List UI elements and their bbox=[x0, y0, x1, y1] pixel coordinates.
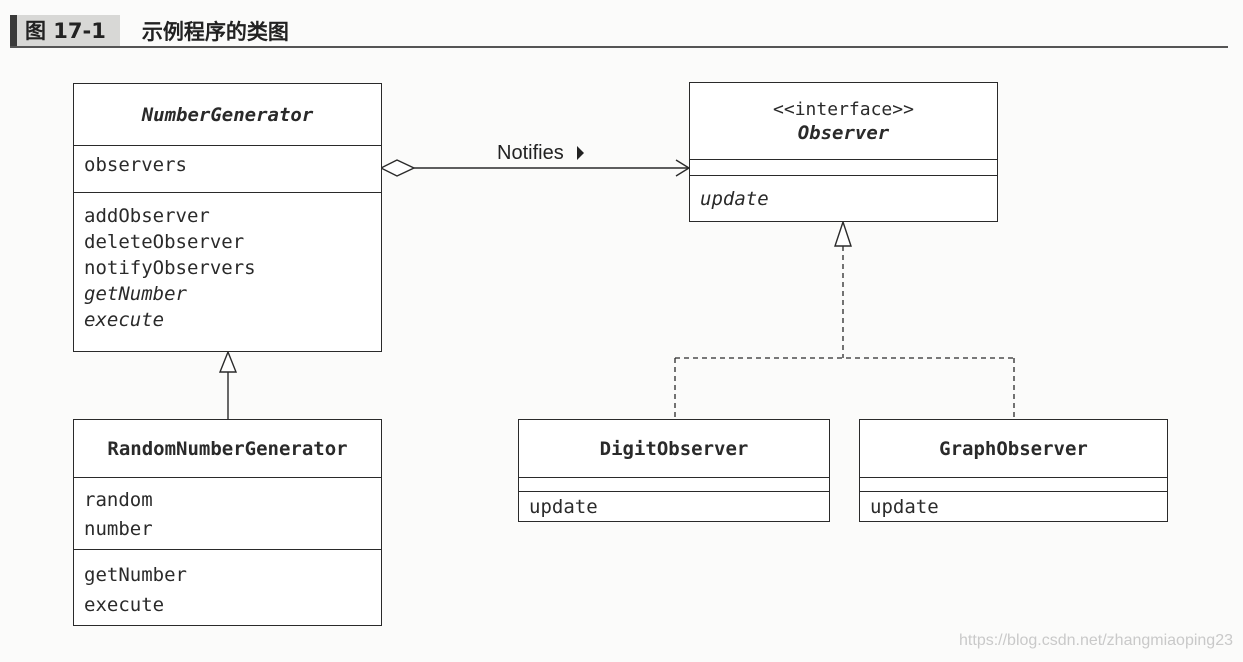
aggregation-diamond bbox=[379, 159, 416, 177]
fields-compartment bbox=[690, 160, 997, 176]
inheritance-triangle bbox=[218, 350, 238, 373]
notifies-direction-triangle bbox=[577, 146, 584, 160]
class-name: Observer bbox=[797, 121, 890, 144]
figure-header: 图 17-1 示例程序的类图 bbox=[10, 14, 289, 48]
figure-header-rule bbox=[10, 46, 1228, 48]
figure-number: 图 17-1 bbox=[17, 15, 120, 47]
class-name-compartment: RandomNumberGenerator bbox=[74, 420, 381, 478]
method: notifyObservers bbox=[84, 257, 256, 279]
class-name: DigitObserver bbox=[599, 437, 749, 460]
notifies-label: Notifies bbox=[497, 142, 564, 164]
field: observers bbox=[84, 154, 187, 176]
watermark: https://blog.csdn.net/zhangmiaoping23 bbox=[959, 632, 1233, 649]
methods-compartment: update bbox=[519, 492, 829, 520]
class-random-number-generator: RandomNumberGenerator random number getN… bbox=[73, 419, 382, 626]
fields-compartment bbox=[860, 478, 1167, 492]
class-name-compartment: GraphObserver bbox=[860, 420, 1167, 478]
method: deleteObserver bbox=[84, 231, 245, 253]
figure-title: 示例程序的类图 bbox=[141, 20, 289, 44]
field: random bbox=[84, 489, 153, 511]
realization-triangle bbox=[834, 219, 852, 247]
methods-compartment: update bbox=[860, 492, 1167, 520]
method: update bbox=[529, 496, 598, 518]
methods-compartment: getNumber execute bbox=[74, 550, 381, 626]
generalization-edge-random-to-number bbox=[218, 350, 238, 419]
class-name-compartment: DigitObserver bbox=[519, 420, 829, 478]
abstract-method: getNumber bbox=[84, 283, 187, 305]
method: addObserver bbox=[84, 205, 210, 227]
class-name-compartment: NumberGenerator bbox=[74, 84, 381, 146]
class-graph-observer: GraphObserver update bbox=[859, 419, 1168, 522]
class-number-generator: NumberGenerator observers addObserver de… bbox=[73, 83, 382, 352]
method: getNumber bbox=[84, 564, 187, 586]
interface-observer: <<interface>> Observer update bbox=[689, 82, 998, 222]
fields-compartment: observers bbox=[74, 146, 381, 193]
class-name-compartment: <<interface>> Observer bbox=[690, 83, 997, 160]
methods-compartment: addObserver deleteObserver notifyObserve… bbox=[74, 193, 381, 339]
class-name: GraphObserver bbox=[939, 437, 1088, 460]
aggregation-edge-notifies bbox=[379, 159, 691, 177]
class-digit-observer: DigitObserver update bbox=[518, 419, 830, 522]
method: execute bbox=[84, 594, 165, 616]
method: update bbox=[870, 496, 939, 518]
figure-header-bar bbox=[10, 15, 17, 47]
fields-compartment bbox=[519, 478, 829, 492]
class-name: RandomNumberGenerator bbox=[107, 437, 348, 460]
methods-compartment: update bbox=[690, 176, 997, 218]
field: number bbox=[84, 518, 153, 540]
abstract-method: execute bbox=[84, 309, 165, 331]
interface-stereotype: <<interface>> bbox=[773, 98, 914, 120]
realization-edges bbox=[674, 246, 1015, 419]
abstract-method: update bbox=[700, 188, 769, 210]
class-name: NumberGenerator bbox=[141, 103, 314, 126]
fields-compartment: random number bbox=[74, 478, 381, 550]
